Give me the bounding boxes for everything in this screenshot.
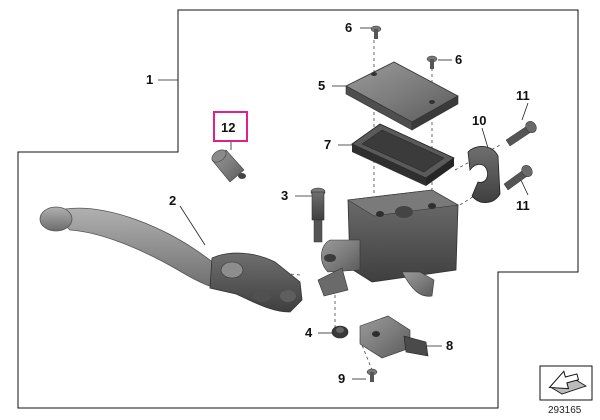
lever-bolt <box>310 187 326 243</box>
master-cylinder <box>317 189 459 297</box>
callout-3: 3 <box>281 188 288 203</box>
reservoir-cover <box>345 61 459 131</box>
callout-5: 5 <box>318 78 325 93</box>
callout-11a: 11 <box>516 88 530 103</box>
callout-8: 8 <box>446 338 453 353</box>
brake-lever <box>39 206 303 313</box>
callout-1: 1 <box>146 72 153 87</box>
highlight-box <box>213 111 248 142</box>
callout-6b: 6 <box>455 52 462 67</box>
pivot-pin <box>211 149 246 183</box>
callout-6a: 6 <box>345 20 352 35</box>
clamp-bolt-upper <box>505 121 537 147</box>
callout-11b: 11 <box>516 198 530 213</box>
assembly-frame <box>17 9 579 409</box>
callout-4: 4 <box>305 325 313 340</box>
brake-light-switch <box>359 315 429 359</box>
callout-9: 9 <box>338 371 345 386</box>
handlebar-clamp <box>467 146 501 203</box>
cover-screw-left <box>370 25 382 39</box>
cover-screw-right <box>426 55 438 69</box>
callout-7: 7 <box>324 137 331 152</box>
callout-10: 10 <box>472 113 486 128</box>
diaphragm <box>351 123 455 186</box>
switch-screw <box>366 368 378 382</box>
clamp-bolt-lower <box>503 165 533 191</box>
callout-2: 2 <box>169 193 176 208</box>
arrow-sheet-icon <box>539 365 593 401</box>
nut <box>331 325 349 339</box>
leader-lines <box>158 27 529 380</box>
callout-12: 12 <box>221 120 235 135</box>
figure-number: 293165 <box>548 405 582 416</box>
